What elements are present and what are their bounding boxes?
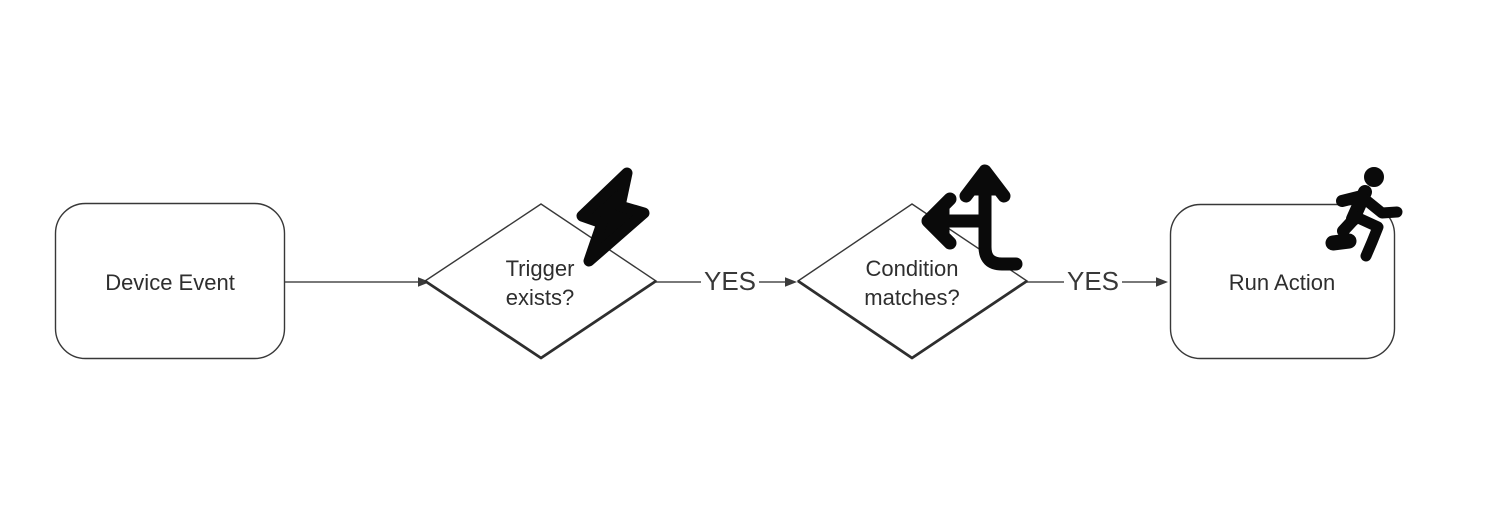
- node-label-line1: Trigger: [506, 256, 575, 281]
- node-label: Device Event: [105, 270, 235, 295]
- edge-device-event-to-trigger: [285, 277, 430, 287]
- arrowhead-icon: [785, 277, 797, 287]
- node-label-line2: exists?: [506, 285, 574, 310]
- running-person-icon: [1325, 167, 1403, 262]
- condition-matches-diamond-shadow-edge: [797, 279, 1028, 360]
- arrowhead-icon: [418, 277, 430, 287]
- edge-trigger-to-condition: YES: [656, 266, 797, 296]
- condition-matches-diamond: [796, 203, 1029, 359]
- arrowhead-icon: [1156, 277, 1168, 287]
- edge-label-yes: YES: [704, 266, 756, 296]
- split-arrows-up-left-icon: [921, 164, 1023, 271]
- trigger-exists-diamond-shadow-edge: [424, 279, 657, 360]
- node-device-event: Device Event: [54, 202, 286, 360]
- lightning-bolt-icon: [576, 167, 650, 267]
- node-trigger-exists: Trigger exists?: [423, 167, 658, 360]
- node-label-line2: matches?: [864, 285, 959, 310]
- edge-condition-to-run-action: YES: [1027, 266, 1168, 296]
- node-label-line1: Condition: [866, 256, 959, 281]
- node-label: Run Action: [1229, 270, 1335, 295]
- node-condition-matches: Condition matches?: [796, 164, 1029, 360]
- edge-label-yes: YES: [1067, 266, 1119, 296]
- device-event-shape: [54, 202, 286, 360]
- node-run-action: Run Action: [1169, 167, 1403, 360]
